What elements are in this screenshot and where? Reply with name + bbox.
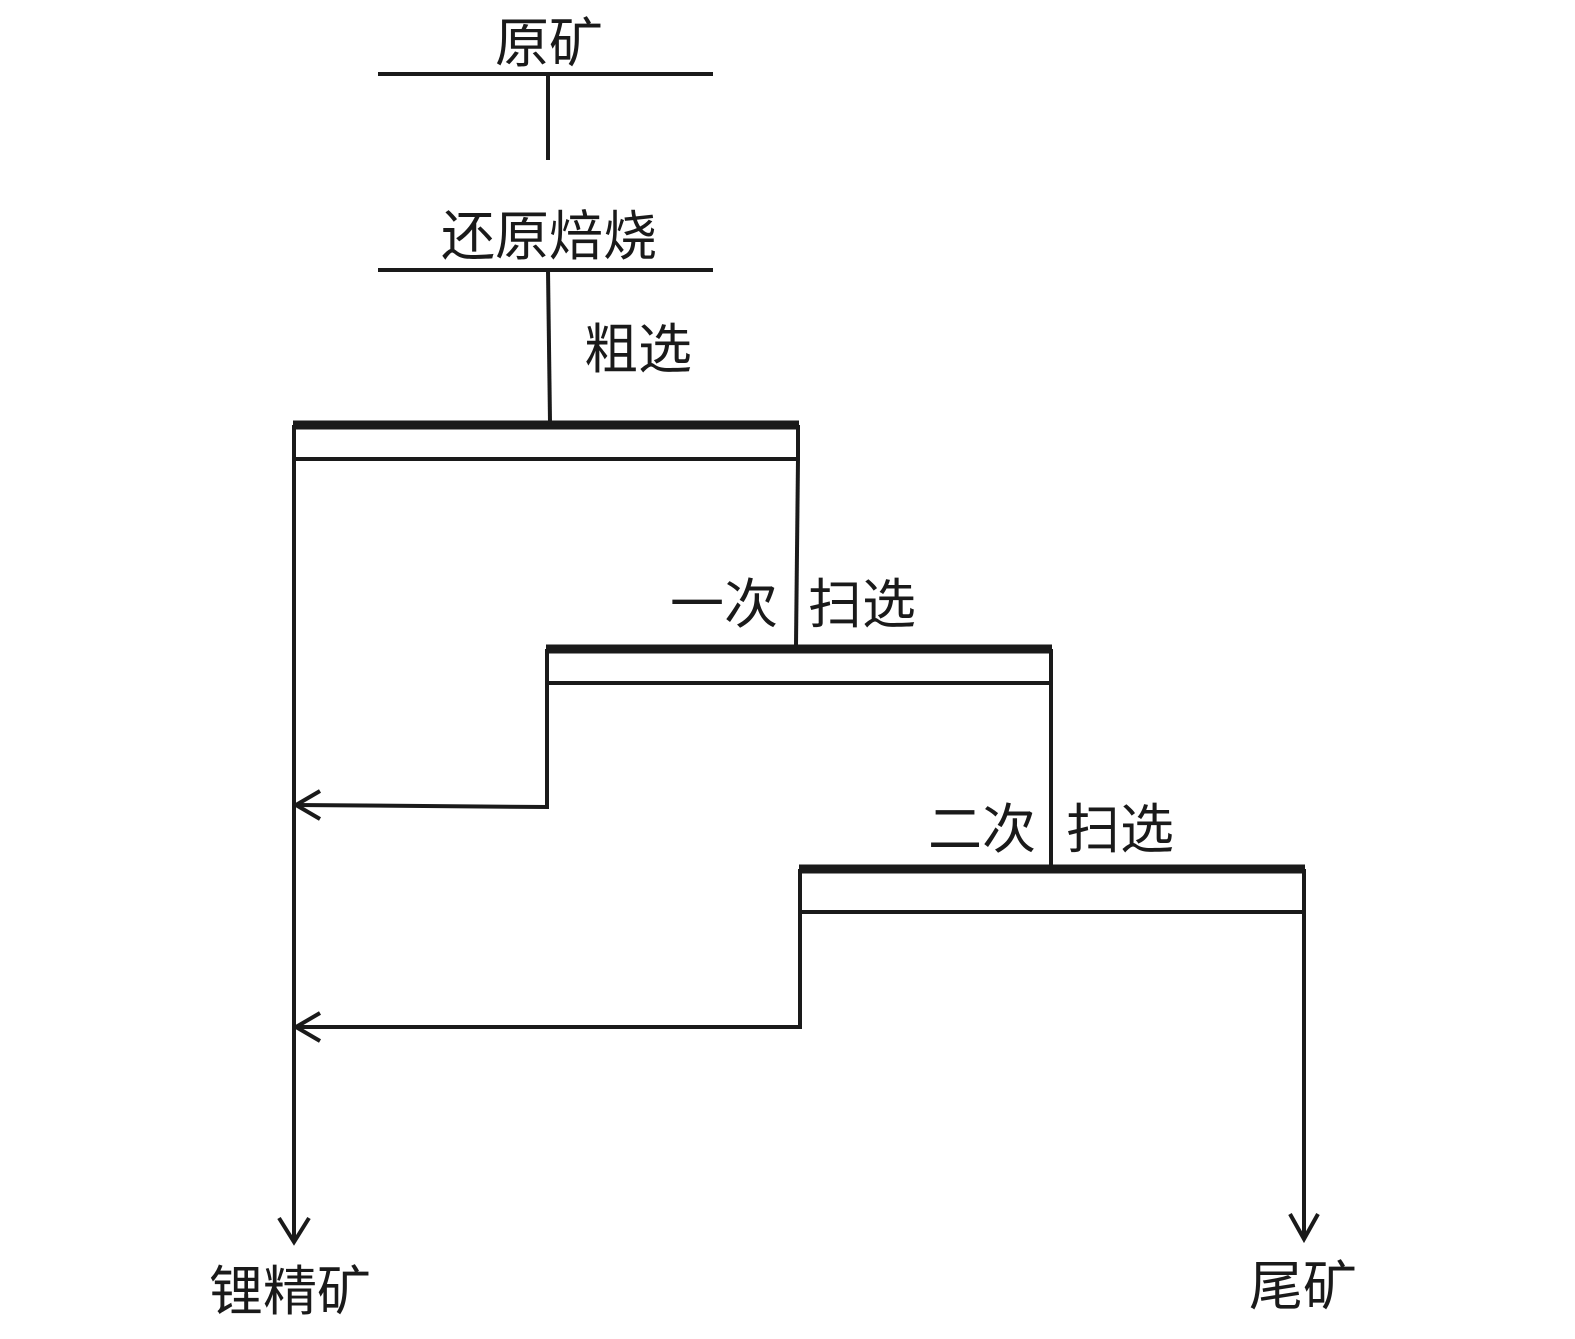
second-scavenging-return-arrow — [292, 1011, 322, 1043]
label-tailings: 尾矿 — [1249, 1255, 1357, 1318]
label-first-scavenging-prefix: 一次 — [670, 573, 778, 636]
label-second-scavenging-suffix: 扫选 — [1066, 798, 1174, 861]
first-scavenging-cell — [545, 644, 1053, 685]
second-scavenging-return-line — [296, 912, 802, 1029]
tailings-arrow-head — [1288, 1213, 1320, 1244]
label-lithium-concentrate: 锂精矿 — [209, 1260, 371, 1323]
first-scavenging-return-arrow — [292, 789, 322, 821]
rougher-cell — [292, 420, 800, 461]
label-second-scavenging-prefix: 二次 — [928, 798, 1036, 861]
label-first-scavenging-suffix: 扫选 — [808, 573, 916, 636]
label-reduction-roasting: 还原焙烧 — [441, 205, 657, 268]
first-scavenging-return-line — [295, 683, 549, 810]
rougher-to-first-scavenging — [794, 458, 800, 646]
roasting-to-rougher — [546, 269, 552, 423]
label-rougher: 粗选 — [584, 318, 692, 381]
label-raw-ore: 原矿 — [495, 12, 603, 75]
second-scavenging-cell — [798, 864, 1306, 914]
concentrate-arrow-head — [277, 1216, 311, 1246]
